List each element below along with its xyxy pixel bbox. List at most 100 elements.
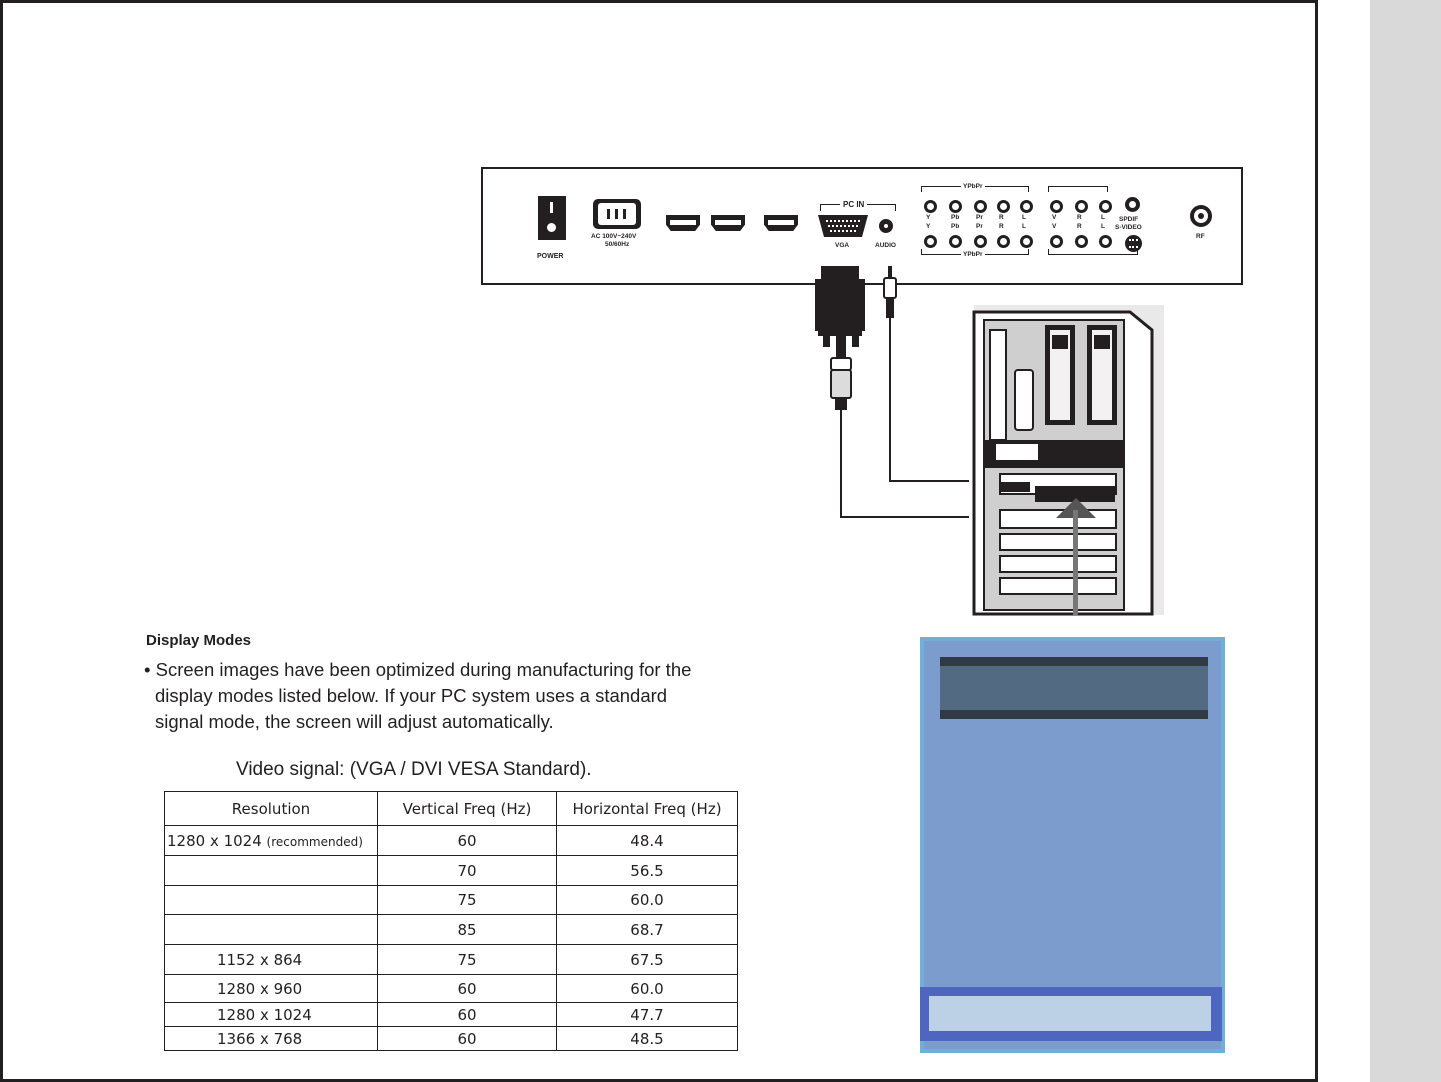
note-callout-footer-bar [920,987,1222,1041]
svideo-port [1125,235,1142,252]
top-jack-letter: R [999,214,1004,221]
horizontal-freq-cell: 48.4 [556,825,738,856]
rf-label: RF [1196,233,1205,240]
bottom-rca-jack [949,235,962,248]
audio-label: AUDIO [875,242,896,249]
horizontal-freq-cell: 48.5 [556,1026,738,1051]
resolution-cell: 1366 x 768 [164,1026,378,1051]
bottom-jack-letter: Y [926,223,931,230]
header-horizontal-freq: Horizontal Freq (Hz) [556,791,738,826]
note-callout-border [920,637,1225,1053]
table-row: 1280 x 960 60 60.0 [164,974,738,1003]
recommended-note: (recommended) [266,834,363,849]
top-jack-letter: L [1022,214,1026,221]
bottom-rca-jack [1020,235,1033,248]
table-row: 70 56.5 [164,855,738,886]
top-jack-letter: R [1077,214,1082,221]
top-rca-jack [1099,200,1112,213]
horizontal-freq-cell: 47.7 [556,1002,738,1027]
video-signal-caption: Video signal: (VGA / DVI VESA Standard). [236,759,592,780]
table-row: 1152 x 864 75 67.5 [164,944,738,975]
hdmi-port-1 [666,215,700,231]
spdif-jack [1125,197,1140,212]
audio-jack [879,219,893,233]
power-label: POWER [537,253,564,260]
ypbpr-top-label: YPbPr [961,183,985,190]
bottom-rca-jack [997,235,1010,248]
vertical-freq-cell: 75 [377,885,557,915]
table-row: 1366 x 768 60 48.5 [164,1026,738,1051]
bottom-jack-letter: Pr [976,223,983,230]
vertical-freq-cell: 60 [377,825,557,856]
bottom-jack-letter: R [999,223,1004,230]
bottom-rca-jack [1075,235,1088,248]
spdif-label: SPDIF [1119,216,1139,223]
ac-label-line2: 50/60Hz [605,241,630,248]
bottom-jack-letter: V [1052,223,1057,230]
resolution-cell [164,855,378,886]
top-rca-jack [1050,200,1063,213]
table-row: 75 60.0 [164,885,738,915]
table-row: 85 68.7 [164,914,738,945]
rf-connector [1190,205,1212,227]
hdmi-port-2 [711,215,745,231]
resolution-cell: 1280 x 960 [164,974,378,1003]
bottom-jack-letter: L [1022,223,1026,230]
top-rca-jack [997,200,1010,213]
tv-rear-panel: POWER AC 100V~240V 50/60Hz PC IN VGA AUD… [481,167,1243,285]
ypbpr-bottom-label: YPbPr [961,251,985,258]
section-heading: Display Modes [146,632,252,649]
svideo-label: S-VIDEO [1115,224,1142,231]
bottom-jack-letter: R [1077,223,1082,230]
vertical-freq-cell: 60 [377,1002,557,1027]
note-callout-header-bar [940,657,1208,719]
bottom-rca-jack [1099,235,1112,248]
vertical-freq-cell: 75 [377,944,557,975]
table-header-row: Resolution Vertical Freq (Hz) Horizontal… [164,791,738,826]
top-jack-letter: Y [926,214,931,221]
page-frame [0,0,1318,1082]
top-jack-letter: Pr [976,214,983,221]
bottom-jack-letter: Pb [951,223,960,230]
av-bracket-top [1048,186,1108,192]
note-callout-footer-inner [929,996,1211,1031]
ac-inlet [593,199,641,229]
top-rca-jack [1020,200,1033,213]
table-row: 1280 x 1024 (recommended) 60 48.4 [164,825,738,856]
vertical-freq-cell: 60 [377,1026,557,1051]
power-switch [538,196,566,240]
bullet-line-3: signal mode, the screen will adjust auto… [155,711,554,732]
resolution-cell [164,885,378,915]
horizontal-freq-cell: 56.5 [556,855,738,886]
header-resolution: Resolution [164,791,378,826]
top-rca-jack [974,200,987,213]
vertical-freq-cell: 60 [377,974,557,1003]
bottom-rca-jack [1050,235,1063,248]
top-rca-jack [949,200,962,213]
bullet-line-2: display modes listed below. If your PC s… [155,685,668,706]
display-modes-table: Resolution Vertical Freq (Hz) Horizontal… [164,791,738,1051]
ac-label-line1: AC 100V~240V [591,233,637,240]
resolution-cell: 1280 x 1024 (recommended) [164,825,378,856]
pc-in-label: PC IN [840,200,868,209]
vga-label: VGA [835,242,850,249]
top-rca-jack [924,200,937,213]
bullet-paragraph: • Screen images have been optimized duri… [144,657,784,735]
resolution-value: 1280 x 1024 [167,831,262,850]
top-jack-letter: Pb [951,214,960,221]
resolution-cell: 1152 x 864 [164,944,378,975]
bullet-line-1: • Screen images have been optimized duri… [144,659,692,680]
table-row: 1280 x 1024 60 47.7 [164,1002,738,1027]
top-jack-letter: V [1052,214,1057,221]
resolution-cell: 1280 x 1024 [164,1002,378,1027]
vga-port [818,215,868,237]
av-bracket-bottom [1048,249,1138,255]
horizontal-freq-cell: 67.5 [556,944,738,975]
horizontal-freq-cell: 60.0 [556,974,738,1003]
header-vertical-freq: Vertical Freq (Hz) [377,791,557,826]
bottom-jack-letter: L [1101,223,1105,230]
bottom-rca-jack [924,235,937,248]
note-callout-box [920,637,1225,1053]
top-jack-letter: L [1101,214,1105,221]
hdmi-port-3 [764,215,798,231]
